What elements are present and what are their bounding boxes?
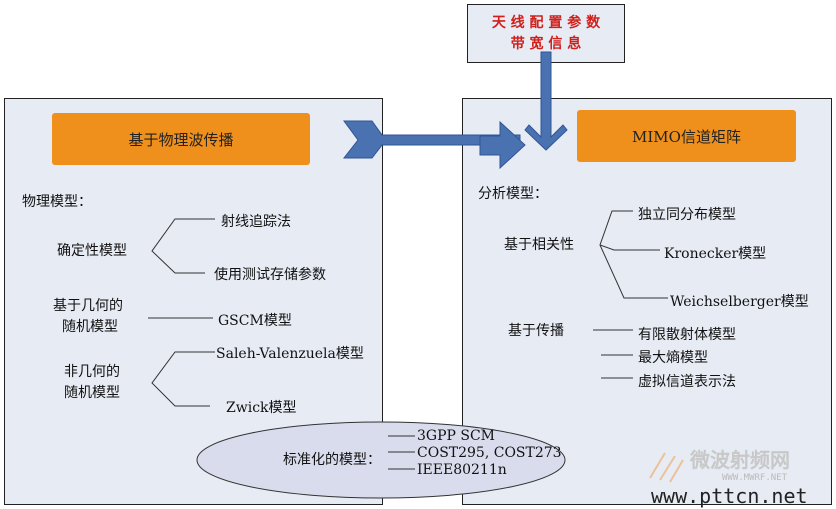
input-line1: 天 线 配 置 参 数	[491, 15, 601, 31]
watermark-logo-icon	[649, 452, 684, 483]
group-label: 基于传播	[508, 323, 564, 339]
model-item: 虚拟信道表示法	[638, 374, 736, 390]
standard-item: 3GPP SCM	[417, 428, 496, 444]
right-section-title: 分析模型：	[478, 186, 548, 202]
model-item: Weichselberger模型	[670, 294, 809, 310]
standard-item: COST295, COST273	[417, 445, 562, 461]
model-item: Kronecker模型	[664, 246, 767, 262]
watermark-url: www.pttcn.net	[651, 484, 808, 508]
left-section-title: 物理模型：	[22, 194, 92, 210]
right-arrow-icon	[342, 120, 521, 159]
watermark-sub: WWW.MWRF.NET	[722, 473, 788, 483]
standard-ellipse	[196, 421, 566, 499]
model-item: Saleh-Valenzuela模型	[216, 346, 364, 362]
standard-item: IEEE80211n	[417, 462, 507, 478]
model-item: 最大熵模型	[638, 350, 708, 366]
model-item: 射线追踪法	[221, 214, 291, 230]
group-label: 非几何的	[64, 364, 120, 380]
model-item: Zwick模型	[226, 400, 297, 416]
watermark-cn: 微波射频网	[690, 448, 790, 472]
down-arrow-icon	[524, 51, 568, 151]
standard-label: 标准化的模型：	[283, 452, 381, 468]
right-header: MIMO信道矩阵	[577, 110, 796, 162]
input-line2: 带 宽 信 息	[510, 36, 582, 52]
left-header: 基于物理波传播	[52, 113, 310, 165]
model-item: 有限散射体模型	[638, 327, 736, 343]
model-item: 使用测试存储参数	[214, 267, 326, 283]
group-label: 基于几何的	[53, 298, 123, 314]
group-label: 随机模型	[64, 385, 120, 401]
model-item: GSCM模型	[218, 313, 292, 329]
group-label: 确定性模型	[57, 243, 127, 259]
group-label: 随机模型	[62, 319, 118, 335]
model-item: 独立同分布模型	[638, 207, 736, 223]
right-arrow-head-icon	[479, 120, 526, 170]
group-label: 基于相关性	[504, 237, 574, 253]
